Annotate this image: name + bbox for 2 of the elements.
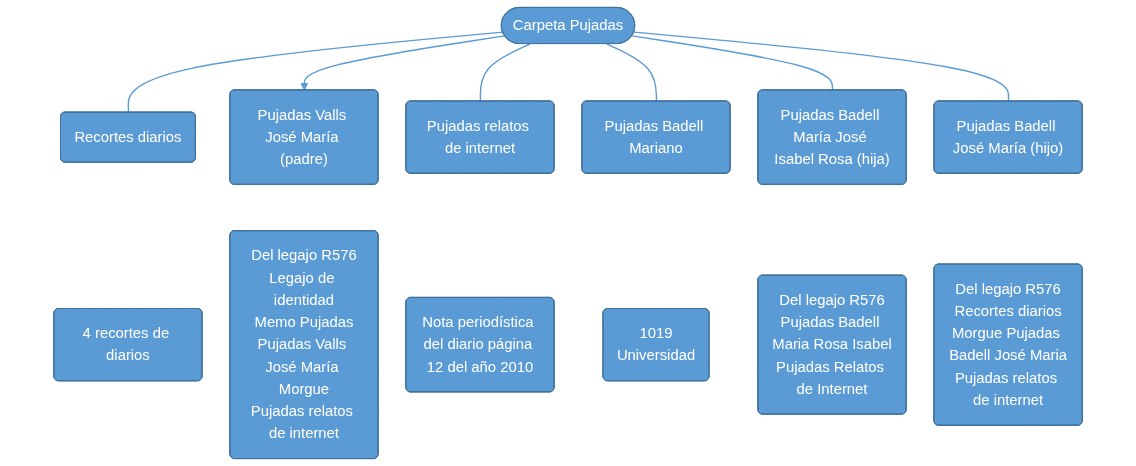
arrow bbox=[300, 35, 506, 91]
connector bbox=[127, 31, 504, 114]
